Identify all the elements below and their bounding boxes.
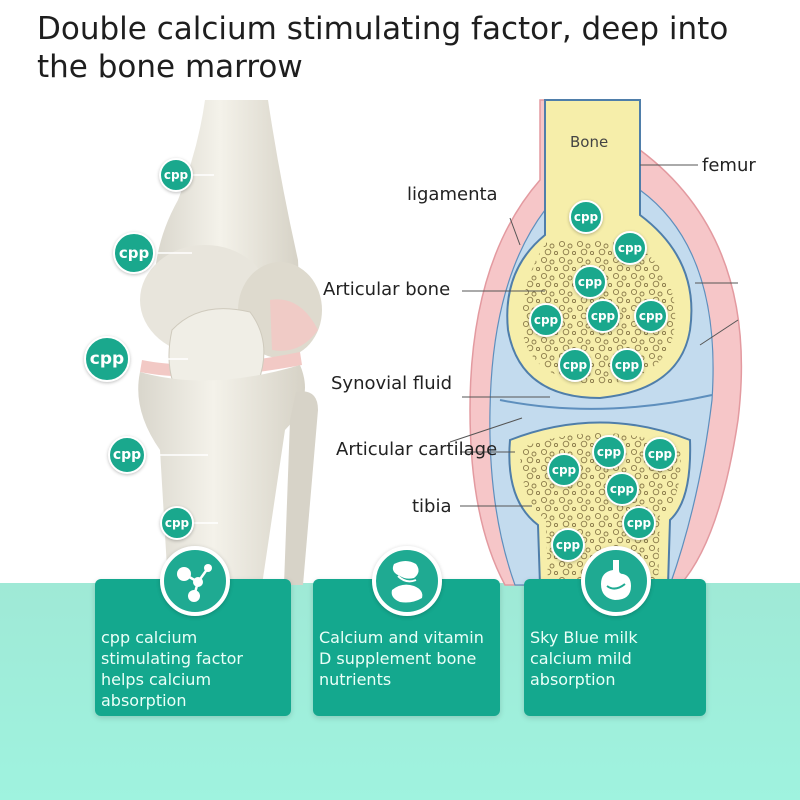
cpp-badge: cpp: [558, 348, 592, 382]
cpp-badge: cpp: [84, 336, 130, 382]
left-cpp-badges: [130, 174, 218, 524]
cpp-badge: cpp: [547, 453, 581, 487]
bone-word-label: Bone: [570, 133, 609, 151]
page-title: Double calcium stimulating factor, deep …: [37, 11, 729, 85]
cpp-badge: cpp: [569, 200, 603, 234]
cpp-badge: cpp: [592, 435, 626, 469]
cpp-badge: cpp: [573, 265, 607, 299]
cpp-badge: cpp: [605, 472, 639, 506]
cpp-badge: cpp: [160, 506, 194, 540]
label-articular-bone: Articular bone: [323, 279, 451, 300]
label-articular-cartilage: Articular cartilage: [336, 439, 498, 460]
cpp-badge: cpp: [108, 436, 146, 474]
cpp-badge: cpp: [634, 299, 668, 333]
cpp-badge: cpp: [622, 506, 656, 540]
joint-icon: [372, 546, 442, 616]
cpp-badge: cpp: [551, 528, 585, 562]
label-ligamenta: ligamenta: [407, 184, 498, 205]
joint-cross-section: [449, 99, 743, 586]
cpp-badge: cpp: [586, 299, 620, 333]
feature-card-text: Calcium and vitamin D supplement bone nu…: [319, 628, 484, 689]
cpp-badge: cpp: [613, 231, 647, 265]
label-synovial-fluid: Synovial fluid: [331, 373, 453, 394]
label-tibia: tibia: [412, 496, 452, 517]
cpp-badge: cpp: [159, 158, 193, 192]
stomach-icon: [581, 546, 651, 616]
cpp-badge: cpp: [610, 348, 644, 382]
label-femur: femur: [702, 155, 756, 176]
molecule-icon: [160, 546, 230, 616]
feature-card-text: cpp calcium stimulating factor helps cal…: [101, 628, 244, 710]
cpp-badge: cpp: [529, 303, 563, 337]
cpp-badge: cpp: [113, 232, 155, 274]
cpp-badge: cpp: [643, 437, 677, 471]
feature-card-text: Sky Blue milk calcium mild absorption: [530, 628, 638, 689]
